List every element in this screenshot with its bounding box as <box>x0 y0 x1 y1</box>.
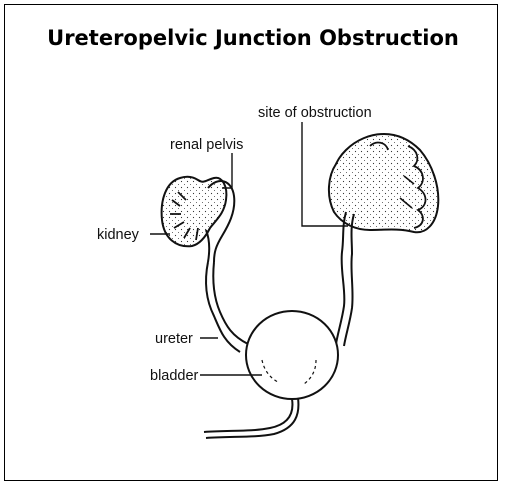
label-site-of-obstruction: site of obstruction <box>258 105 372 121</box>
label-renal-pelvis: renal pelvis <box>170 137 243 153</box>
bladder <box>246 311 338 399</box>
label-kidney: kidney <box>97 227 140 243</box>
urethra <box>204 398 298 438</box>
label-ureter: ureter <box>155 331 193 347</box>
right-ureter <box>336 212 354 346</box>
label-bladder: bladder <box>150 368 199 384</box>
left-kidney <box>162 177 227 247</box>
